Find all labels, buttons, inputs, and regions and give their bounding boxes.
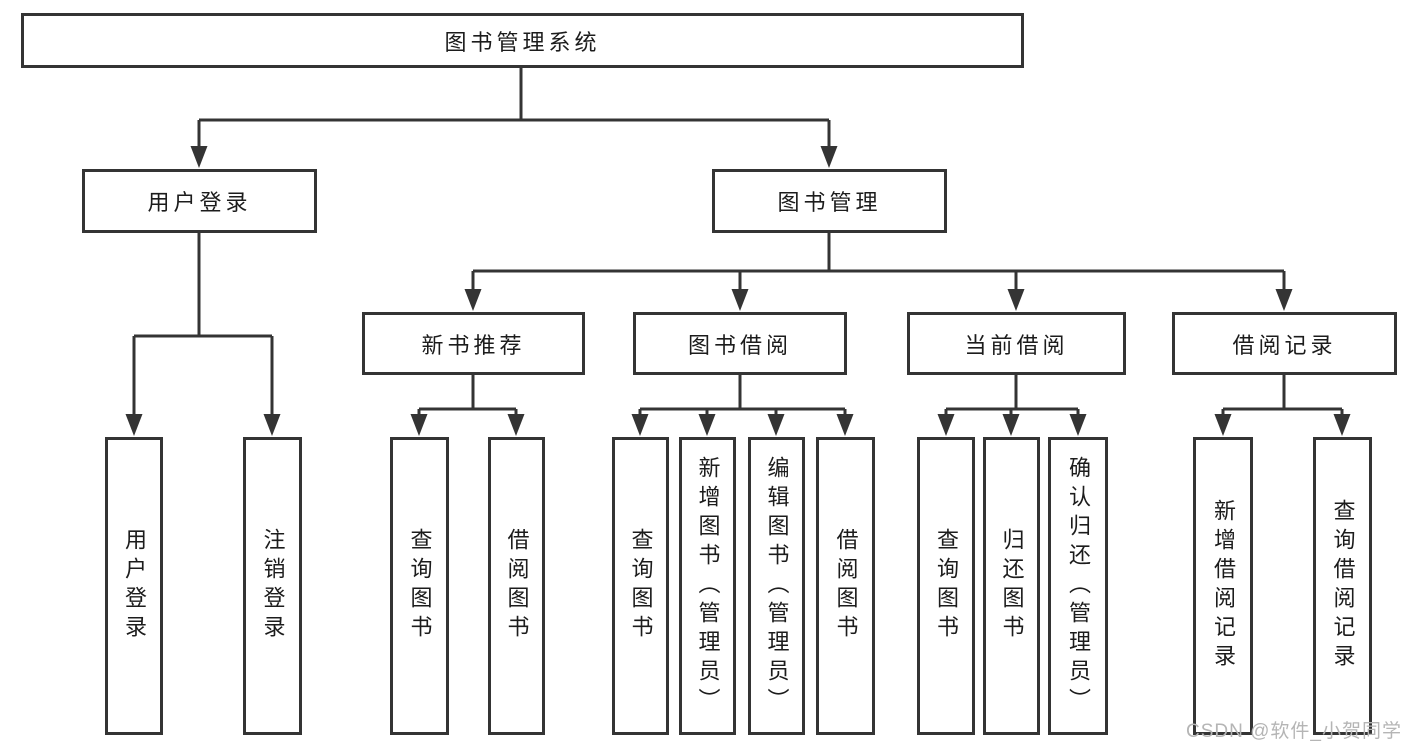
csdn-watermark: CSDN @软件_小贺同学 xyxy=(1186,721,1402,742)
node-library-system: 图书管理系统 xyxy=(21,13,1024,68)
leaf-edit-book: 编辑图书（管理员） xyxy=(748,437,805,735)
leaf-query-book-2-label: 查询图书 xyxy=(628,528,654,644)
leaf-confirm-return-label: 确认归还（管理员） xyxy=(1066,455,1091,717)
leaf-query-book-3: 查询图书 xyxy=(917,437,975,735)
node-book-borrow: 图书借阅 xyxy=(633,312,847,375)
node-user-login: 用户登录 xyxy=(82,169,317,233)
leaf-query-record: 查询借阅记录 xyxy=(1313,437,1372,735)
leaf-borrow-book-2: 借阅图书 xyxy=(816,437,875,735)
leaf-add-book: 新增图书（管理员） xyxy=(679,437,736,735)
leaf-borrow-book-1-label: 借阅图书 xyxy=(504,528,530,644)
node-borrow-records: 借阅记录 xyxy=(1172,312,1397,375)
leaf-add-book-label: 新增图书（管理员） xyxy=(695,455,721,717)
node-current-borrow: 当前借阅 xyxy=(907,312,1126,375)
leaf-confirm-return: 确认归还（管理员） xyxy=(1048,437,1108,735)
leaf-return-book-label: 归还图书 xyxy=(999,528,1025,644)
leaf-user-login-label: 用户登录 xyxy=(122,528,147,644)
leaf-query-book-1-label: 查询图书 xyxy=(407,528,433,644)
leaf-borrow-book-2-label: 借阅图书 xyxy=(833,528,859,644)
leaf-logout-label: 注销登录 xyxy=(260,528,286,644)
leaf-query-record-label: 查询借阅记录 xyxy=(1330,499,1356,673)
leaf-logout: 注销登录 xyxy=(243,437,302,735)
leaf-query-book-2: 查询图书 xyxy=(612,437,669,735)
leaf-add-record-label: 新增借阅记录 xyxy=(1211,499,1236,673)
arrowhead-icons xyxy=(125,146,1351,436)
leaf-borrow-book-1: 借阅图书 xyxy=(488,437,545,735)
node-new-book-recommend: 新书推荐 xyxy=(362,312,585,375)
node-book-management: 图书管理 xyxy=(712,169,947,233)
leaf-add-record: 新增借阅记录 xyxy=(1193,437,1253,735)
leaf-user-login: 用户登录 xyxy=(105,437,163,735)
leaf-return-book: 归还图书 xyxy=(983,437,1040,735)
leaf-query-book-3-label: 查询图书 xyxy=(934,528,959,644)
leaf-query-book-1: 查询图书 xyxy=(390,437,449,735)
leaf-edit-book-label: 编辑图书（管理员） xyxy=(764,455,790,717)
